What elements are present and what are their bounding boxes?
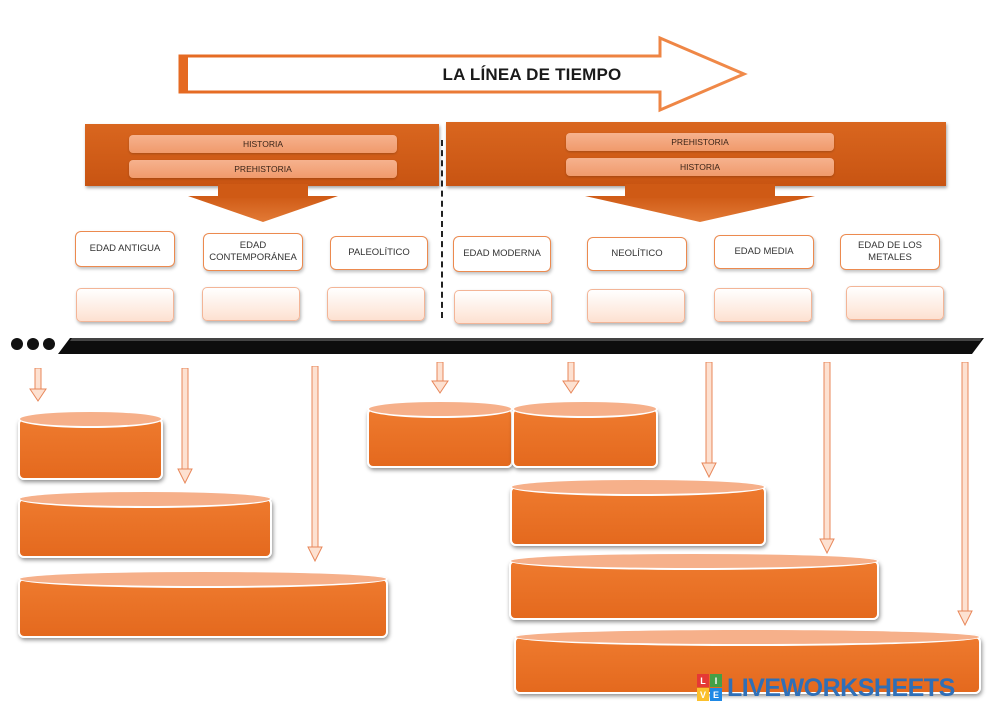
label-edad-moderna[interactable]: EDAD MODERNA xyxy=(453,236,551,272)
right-banner: PREHISTORIA HISTORIA xyxy=(446,122,946,186)
answer-slot-7[interactable] xyxy=(846,286,944,320)
down-arrow-5 xyxy=(562,362,580,394)
answer-slot-3[interactable] xyxy=(327,287,425,321)
left-banner-down-arrow xyxy=(188,184,338,222)
answer-slot-4[interactable] xyxy=(454,290,552,324)
drop-zone-cylinder-2[interactable] xyxy=(18,490,272,558)
answer-slot-5[interactable] xyxy=(587,289,685,323)
era-divider xyxy=(441,140,443,318)
down-arrow-3 xyxy=(307,366,323,562)
ellipsis-dot-2 xyxy=(27,338,39,350)
svg-text:E: E xyxy=(713,690,719,700)
down-arrow-2 xyxy=(177,368,193,484)
label-edad-contemporanea[interactable]: EDAD CONTEMPORÁNEA xyxy=(203,233,303,271)
label-paleolitico[interactable]: PALEOLÍTICO xyxy=(330,236,428,270)
svg-text:L: L xyxy=(700,676,706,686)
watermark-text: LIVEWORKSHEETS xyxy=(727,674,955,702)
label-neolitico[interactable]: NEOLÍTICO xyxy=(587,237,687,271)
drop-zone-cylinder-6[interactable] xyxy=(510,478,766,546)
drop-zone-cylinder-5[interactable] xyxy=(512,400,658,468)
down-arrow-7 xyxy=(819,362,835,554)
left-banner: HISTORIA PREHISTORIA xyxy=(85,124,439,186)
drop-zone-cylinder-4[interactable] xyxy=(367,400,513,468)
svg-text:V: V xyxy=(700,690,706,700)
label-edad-media[interactable]: EDAD MEDIA xyxy=(714,235,814,269)
page-title: LA LÍNEA DE TIEMPO xyxy=(442,65,622,84)
svg-text:I: I xyxy=(715,676,718,686)
left-banner-pill-prehistoria: PREHISTORIA xyxy=(129,160,397,178)
down-arrow-8 xyxy=(957,362,973,626)
down-arrow-6 xyxy=(701,362,717,478)
drop-zone-cylinder-3[interactable] xyxy=(18,570,388,638)
timeline-bar xyxy=(58,338,984,354)
down-arrow-1 xyxy=(29,368,47,402)
ellipsis-dot-1 xyxy=(11,338,23,350)
right-banner-pill-historia: HISTORIA xyxy=(566,158,834,176)
drop-zone-cylinder-1[interactable] xyxy=(18,410,163,480)
answer-slot-6[interactable] xyxy=(714,288,812,322)
ellipsis-dot-3 xyxy=(43,338,55,350)
liveworksheets-logo-icon: L I V E xyxy=(697,674,722,701)
down-arrow-4 xyxy=(431,362,449,394)
title-arrow xyxy=(178,35,748,113)
left-banner-pill-historia: HISTORIA xyxy=(129,135,397,153)
drop-zone-cylinder-7[interactable] xyxy=(509,552,879,620)
title-container: LA LÍNEA DE TIEMPO xyxy=(172,34,752,114)
right-banner-down-arrow xyxy=(585,184,815,222)
drop-zone-cylinder-8[interactable] xyxy=(514,628,981,694)
answer-slot-1[interactable] xyxy=(76,288,174,322)
label-edad-antigua[interactable]: EDAD ANTIGUA xyxy=(75,231,175,267)
right-banner-pill-prehistoria: PREHISTORIA xyxy=(566,133,834,151)
answer-slot-2[interactable] xyxy=(202,287,300,321)
label-edad-metales[interactable]: EDAD DE LOS METALES xyxy=(840,234,940,270)
liveworksheets-watermark: L I V E LIVEWORKSHEETS xyxy=(697,671,997,705)
